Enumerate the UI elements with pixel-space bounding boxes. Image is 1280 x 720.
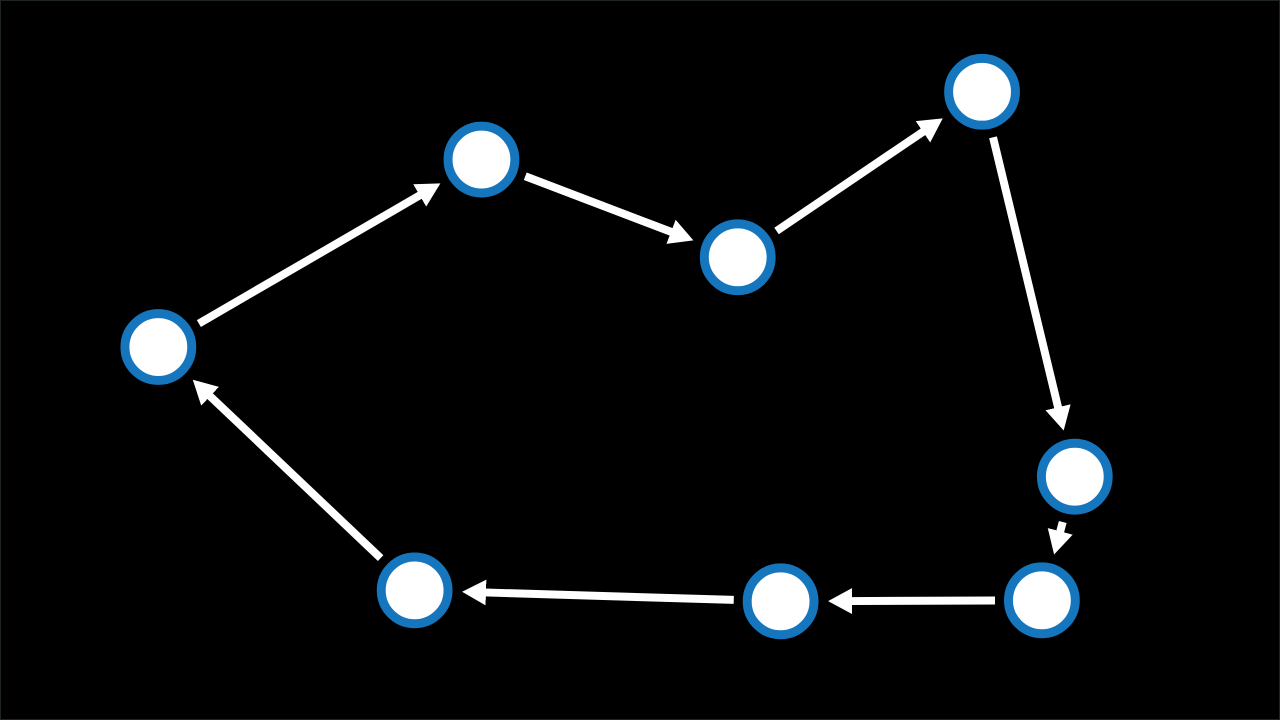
graph-edge-n7-n8	[462, 579, 734, 606]
graph-edge-n3-n4	[774, 118, 943, 235]
graph-node-right-node	[1036, 438, 1113, 515]
graph-edge-n8-n1	[192, 379, 384, 561]
graph-edge-n4-n5	[989, 136, 1071, 431]
graph-edge-n6-n7	[828, 588, 996, 614]
graph-node-bottom-middle-node	[742, 563, 819, 640]
graph-edge-n1-n2	[196, 183, 441, 327]
graph-node-upper-middle-node	[699, 219, 776, 296]
graph-node-left-node	[120, 309, 197, 385]
graph-edge-n5-n6	[1047, 520, 1073, 555]
graph-node-bottom-left-node	[376, 552, 453, 629]
graph-node-top-right-node	[944, 53, 1020, 130]
graph-node-upper-left-node	[443, 121, 520, 198]
graph-edge-n2-n3	[523, 172, 694, 244]
graph-node-bottom-right-node	[1003, 562, 1080, 639]
